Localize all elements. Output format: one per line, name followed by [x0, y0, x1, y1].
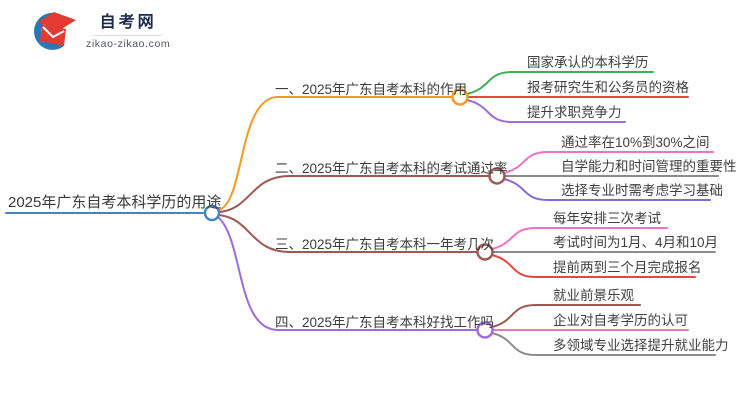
leaf-1-2-label[interactable]: 报考研究生和公务员的资格: [527, 80, 689, 95]
logo-envelope-flap-line: [42, 26, 65, 39]
logo-title: 自考网: [99, 13, 157, 31]
logo-domain: zikao-zikao.com: [86, 37, 171, 50]
leaf-4-3-label[interactable]: 多领域专业选择提升就业能力: [553, 338, 729, 353]
branch-1-label[interactable]: 一、2025年广东自考本科的作用: [275, 82, 468, 97]
leaf-3-2-label[interactable]: 考试时间为1月、4月和10月: [553, 235, 719, 250]
branch-2-label[interactable]: 二、2025年广东自考本科的考试通过率: [275, 161, 508, 176]
node-handles: [203, 88, 506, 339]
leaf-1-1-label[interactable]: 国家承认的本科学历: [527, 55, 649, 70]
leaf-2-1-label[interactable]: 通过率在10%到30%之间: [561, 135, 710, 150]
logo-graduation-cap-icon: [34, 12, 76, 50]
logo-cap-top-shape: [38, 12, 76, 30]
leaf-1-3-label[interactable]: 提升求职竞争力: [527, 105, 622, 120]
leaf-4-2-label[interactable]: 企业对自考学历的认可: [553, 313, 688, 328]
logo-divider: [94, 34, 163, 36]
site-logo[interactable]: 自考网 zikao-zikao.com: [28, 8, 170, 54]
root-node-label[interactable]: 2025年广东自考本科学历的用途: [8, 194, 222, 211]
branch-3-label[interactable]: 三、2025年广东自考本科一年考几次: [275, 237, 495, 252]
edge-branch-1: [218, 96, 453, 211]
leaf-4-1-label[interactable]: 就业前景乐观: [553, 288, 634, 303]
edge-branch-2: [218, 175, 490, 213]
leaf-2-2-label[interactable]: 自学能力和时间管理的重要性: [561, 159, 737, 174]
branch-4-label[interactable]: 四、2025年广东自考本科好找工作吗: [275, 315, 495, 330]
leaf-3-3-label[interactable]: 提前两到三个月完成报名: [553, 260, 702, 275]
logo-text-block: 自考网 zikao-zikao.com: [86, 13, 170, 50]
leaf-2-3-label[interactable]: 选择专业时需考虑学习基础: [561, 183, 723, 198]
leaf-3-1-label[interactable]: 每年安排三次考试: [553, 211, 661, 226]
